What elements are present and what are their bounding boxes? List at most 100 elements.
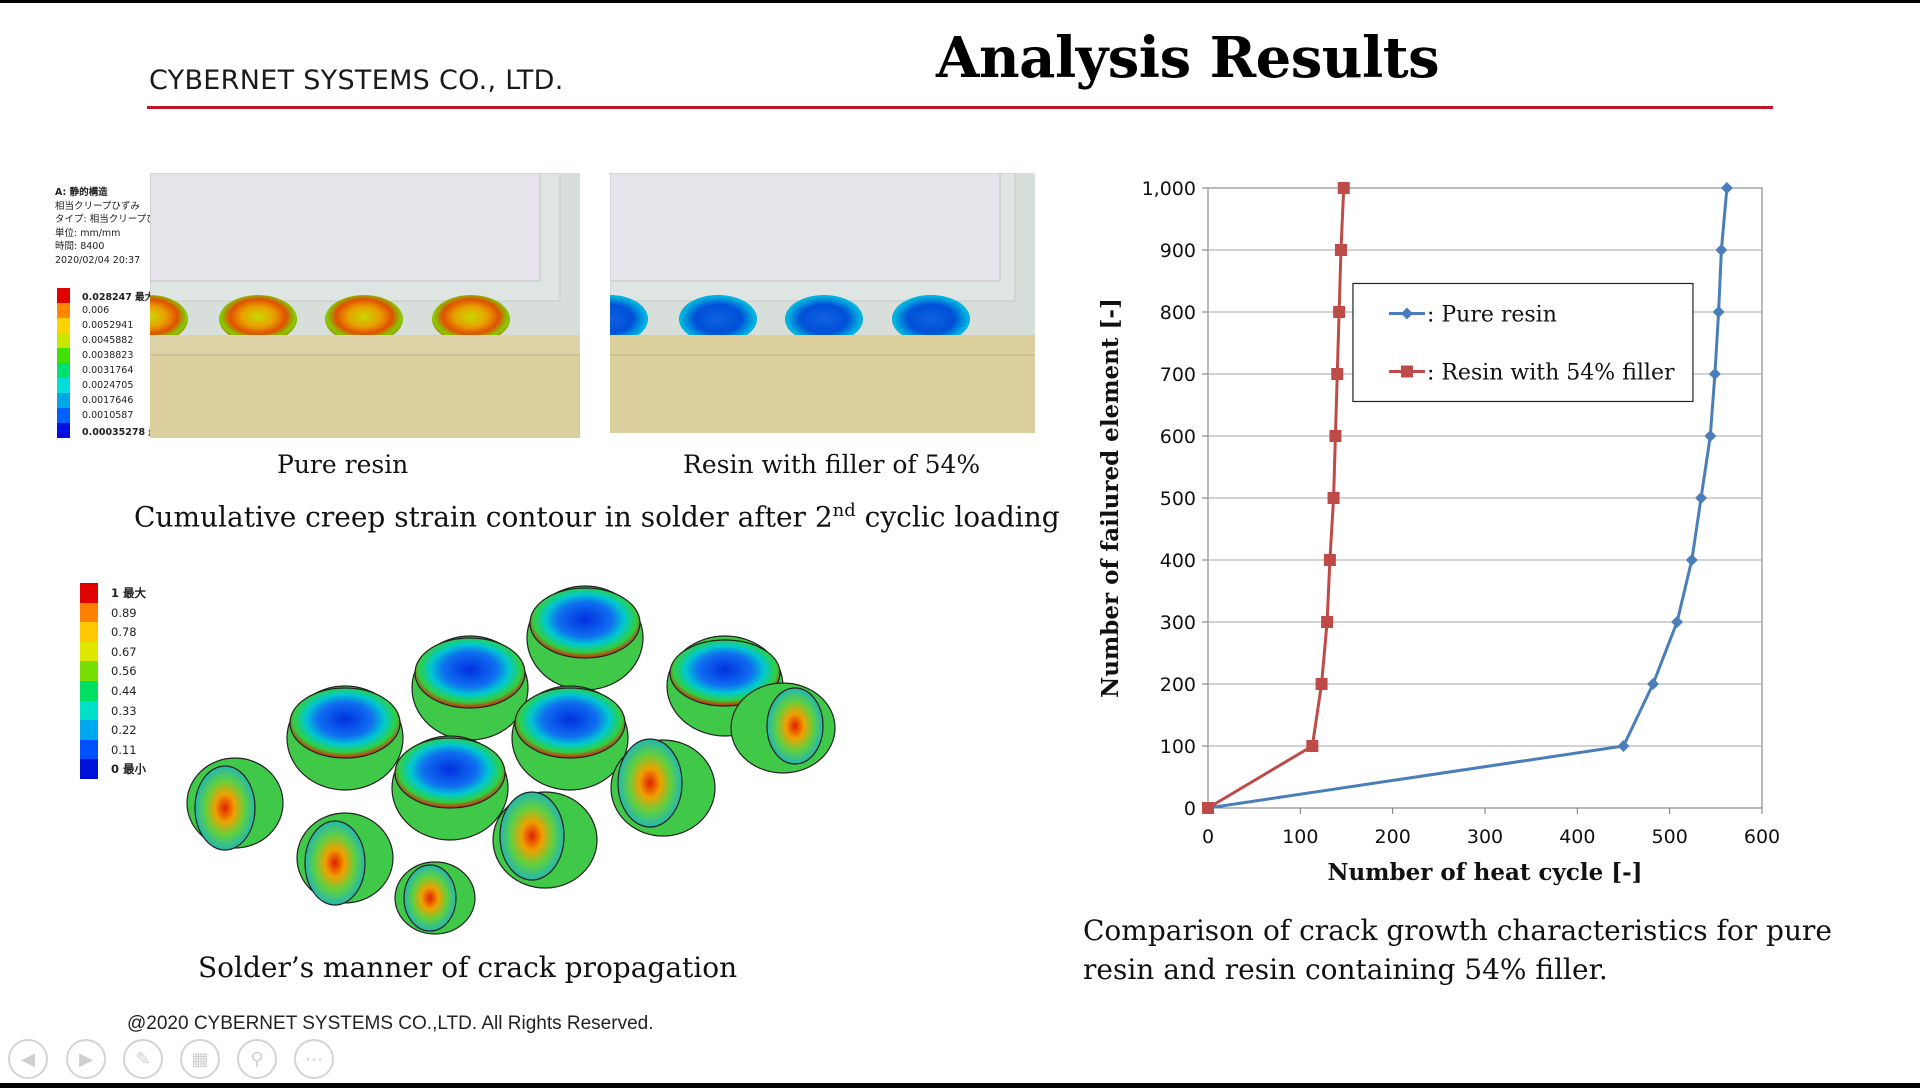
legend-swatch xyxy=(57,393,70,408)
legend-swatch xyxy=(57,378,70,393)
data-point xyxy=(1647,678,1660,690)
damage-legend-value: 0 最小 xyxy=(111,762,147,777)
damage-legend-row: 1 最大 xyxy=(80,583,146,603)
strain-legend-row: 0.0010587 xyxy=(57,408,133,423)
damage-legend-row: 0.44 xyxy=(80,681,137,701)
y-axis-label: Number of failured element [-] xyxy=(1097,298,1124,698)
strain-legend-header-line: タイプ: 相当クリープひずみ xyxy=(55,214,175,225)
strain-legend-row: 0.0017646 xyxy=(57,393,133,408)
damage-legend-row: 0.78 xyxy=(80,622,137,643)
strain-legend-header-line: 時間: 8400 xyxy=(55,241,105,252)
strain-legend-value: 0.0045882 xyxy=(82,335,134,346)
legend-swatch xyxy=(80,583,98,603)
y-tick-label: 100 xyxy=(1160,736,1196,758)
damage-legend-row: 0.11 xyxy=(80,739,137,760)
legend-swatch xyxy=(80,641,98,662)
more-icon[interactable]: ⋯ xyxy=(294,1039,334,1079)
pen-icon[interactable]: ✎ xyxy=(123,1039,163,1079)
strain-legend-row: 0.0052941 xyxy=(57,318,133,333)
data-point xyxy=(1323,554,1336,566)
damage-legend-value: 0.67 xyxy=(111,644,137,659)
magnifier-icon[interactable]: ⚲ xyxy=(237,1039,277,1079)
arrow-right-icon[interactable]: ▶ xyxy=(66,1039,106,1079)
damage-legend-value: 0.11 xyxy=(111,742,137,757)
slides-icon[interactable]: ▦ xyxy=(180,1039,220,1079)
legend-swatch xyxy=(80,661,98,682)
caption-contour-tail: cyclic loading xyxy=(855,500,1060,534)
company-name: CYBERNET SYSTEMS CO., LTD. xyxy=(149,65,564,96)
chart-caption: Comparison of crack growth characteristi… xyxy=(1083,911,1843,989)
strain-legend-header-line: 相当クリープひずみ xyxy=(55,200,140,212)
y-tick-label: 300 xyxy=(1160,612,1196,634)
strain-legend-row: 0.00035278 最小 xyxy=(57,423,167,438)
strain-legend-value: 0.006 xyxy=(82,305,110,316)
strain-legend-row: 0.006 xyxy=(57,303,109,318)
y-tick-label: 700 xyxy=(1160,364,1196,386)
legend-swatch xyxy=(80,622,98,643)
y-tick-label: 0 xyxy=(1184,798,1196,820)
arrow-left-icon[interactable]: ◀ xyxy=(8,1039,48,1079)
data-point xyxy=(1695,492,1708,504)
legend-swatch xyxy=(80,700,98,721)
strain-legend-value: 0.0031764 xyxy=(82,365,134,376)
crack-propagation-image xyxy=(186,585,836,935)
chart-caption-line-1: Comparison of crack growth characteristi… xyxy=(1083,914,1832,947)
legend-swatch xyxy=(80,681,98,701)
slide: CYBERNET SYSTEMS CO., LTD. Analysis Resu… xyxy=(0,3,1920,1083)
y-tick-label: 1,000 xyxy=(1142,178,1196,200)
x-axis-label: Number of heat cycle [-] xyxy=(1327,859,1642,886)
damage-legend-value: 0.33 xyxy=(111,703,137,718)
data-point xyxy=(1329,430,1342,442)
caption-contour-sup: nd xyxy=(832,500,856,521)
legend-swatch xyxy=(57,363,70,378)
data-point xyxy=(1685,554,1698,566)
legend-swatch xyxy=(57,318,70,333)
strain-legend-header-line: 2020/02/04 20:37 xyxy=(55,254,141,266)
damage-legend-value: 0.89 xyxy=(111,605,137,620)
damage-legend-row: 0 最小 xyxy=(80,759,147,780)
caption-filled-resin: Resin with filler of 54% xyxy=(683,450,981,479)
damage-legend-value: 0.44 xyxy=(111,684,137,698)
data-point xyxy=(1334,244,1347,256)
copyright-footer: @2020 CYBERNET SYSTEMS CO.,LTD. All Righ… xyxy=(127,1013,654,1034)
x-tick-label: 200 xyxy=(1375,826,1411,848)
strain-legend-header-line: 単位: mm/mm xyxy=(55,227,121,239)
data-point xyxy=(1708,368,1721,380)
chart-caption-line-2: resin and resin containing 54% filler. xyxy=(1083,953,1608,986)
caption-crack: Solder’s manner of crack propagation xyxy=(198,951,738,984)
contour-image-pure-resin xyxy=(150,173,580,438)
legend-swatch xyxy=(57,408,70,423)
damage-legend-value: 0.78 xyxy=(111,625,137,640)
y-tick-label: 200 xyxy=(1160,674,1196,696)
caption-contour: Cumulative creep strain contour in solde… xyxy=(134,500,1060,533)
legend-swatch xyxy=(80,739,98,760)
strain-legend-row: 0.028247 最大 xyxy=(57,288,154,303)
data-point xyxy=(1671,616,1684,628)
damage-legend-value: 1 最大 xyxy=(111,586,147,600)
data-point xyxy=(1720,182,1733,194)
strain-legend-value: 0.00035278 最小 xyxy=(82,426,168,438)
strain-legend-value: 0.0052941 xyxy=(82,320,134,331)
data-point xyxy=(1712,306,1725,318)
data-point xyxy=(1321,616,1334,628)
damage-legend-row: 0.89 xyxy=(80,602,137,623)
x-tick-label: 600 xyxy=(1744,826,1780,848)
damage-legend-row: 0.33 xyxy=(80,700,137,721)
x-tick-label: 100 xyxy=(1282,826,1318,848)
strain-legend-row: 0.0045882 xyxy=(57,333,133,348)
legend-swatch xyxy=(57,348,70,363)
x-tick-label: 400 xyxy=(1559,826,1595,848)
damage-legend-value: 0.56 xyxy=(111,664,137,679)
chart-legend xyxy=(1352,282,1694,403)
legend-label: : Pure resin xyxy=(1427,302,1557,327)
data-point xyxy=(1315,678,1328,690)
damage-legend-row: 0.56 xyxy=(80,661,137,682)
y-tick-label: 500 xyxy=(1160,488,1196,510)
strain-legend-value: 0.0017646 xyxy=(82,395,134,406)
data-point xyxy=(1202,802,1214,814)
strain-legend-row: 0.0031764 xyxy=(57,363,133,378)
legend-label: : Resin with 54% filler xyxy=(1427,360,1675,385)
